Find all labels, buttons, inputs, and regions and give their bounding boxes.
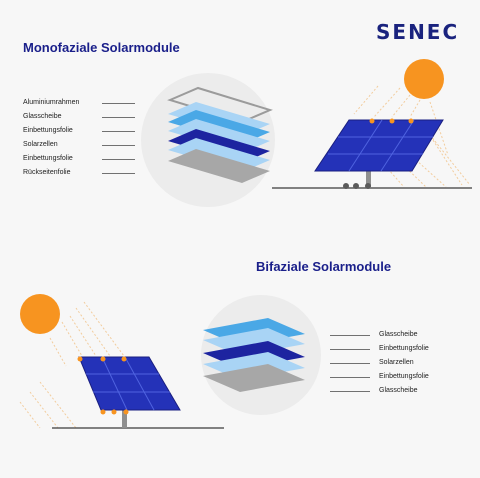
mono-section-title: Monofaziale Solarmodule <box>23 40 180 55</box>
bi-section-title: Bifaziale Solarmodule <box>256 259 392 274</box>
mono-label-glass: Glasscheibe <box>23 113 62 120</box>
mono-label-encapsulant-bottom: Einbettungsfolie <box>23 155 73 162</box>
bi-sun-rays <box>19 301 125 429</box>
bi-label-solar-cells: Solarzellen <box>379 359 414 366</box>
bi-layer-stack <box>201 295 321 415</box>
mono-layer-stack <box>141 73 275 207</box>
mono-leader-lines <box>102 103 135 174</box>
mono-layer-backsheet <box>168 149 270 183</box>
bi-photon-dots-top <box>77 356 127 362</box>
mono-photon-dots <box>369 118 414 124</box>
bi-label-encapsulant-top: Einbettungsfolie <box>379 345 429 352</box>
mono-solar-panel <box>314 119 444 172</box>
bi-solar-panel <box>78 356 181 411</box>
bi-photon-dots-bottom <box>100 409 129 415</box>
bi-label-glass-bottom: Glasscheibe <box>379 387 418 394</box>
mono-panel-stand <box>366 164 371 188</box>
bi-sun-icon <box>20 294 60 334</box>
bi-label-glass-top: Glasscheibe <box>379 331 418 338</box>
bi-label-encapsulant-bottom: Einbettungsfolie <box>379 373 429 380</box>
mono-label-encapsulant-top: Einbettungsfolie <box>23 127 73 134</box>
mono-label-solar-cells: Solarzellen <box>23 141 58 148</box>
mono-ground-dots <box>343 183 371 189</box>
bi-leader-lines <box>330 335 370 392</box>
brand-logo: SENEC <box>376 20 460 44</box>
bi-panel-stand <box>122 408 127 428</box>
mono-label-backsheet: Rückseitenfolie <box>23 169 71 176</box>
mono-label-aluminium-frame: Aluminiumrahmen <box>23 99 80 106</box>
mono-sun-icon <box>404 59 444 99</box>
bi-layer-glass-bottom <box>203 364 305 392</box>
